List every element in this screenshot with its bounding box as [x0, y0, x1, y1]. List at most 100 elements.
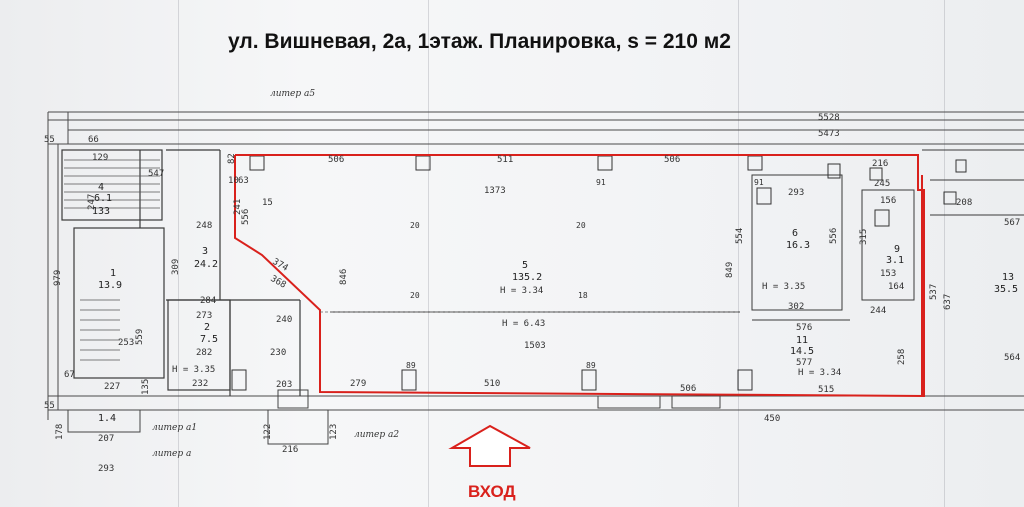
svg-text:35.5: 35.5 [994, 284, 1018, 295]
room-1-label: 1 13.9 [98, 268, 122, 291]
svg-text:24.2: 24.2 [194, 259, 218, 270]
dim: 253 [118, 338, 134, 348]
dim: 123 [329, 424, 339, 440]
dim: 89 [406, 361, 416, 370]
windows [67, 389, 721, 445]
staircase [64, 159, 160, 361]
dim: 554 [735, 228, 745, 244]
dim: 1373 [484, 186, 506, 196]
rented-area-outline [234, 154, 925, 398]
dim: 135 [141, 379, 151, 395]
bathroom-fixtures [756, 159, 967, 227]
ceiling-height-label: Н = 3.35 [172, 365, 215, 375]
svg-text:133: 133 [92, 206, 110, 217]
dim: 248 [196, 221, 212, 231]
dim: 293 [788, 188, 804, 198]
dim: 15 [262, 198, 273, 208]
dim: 510 [484, 379, 500, 389]
svg-text:13: 13 [1002, 272, 1014, 283]
dim: 63 [238, 176, 249, 186]
ceiling-height-label: Н = 3.34 [500, 286, 543, 296]
dim: 203 [276, 380, 292, 390]
liter-label-top: литер а5 [270, 89, 315, 99]
ceiling-height-label: Н = 3.34 [798, 368, 841, 378]
left-rooms [61, 149, 301, 396]
svg-text:9: 9 [894, 244, 900, 255]
dim: 20 [576, 221, 586, 230]
svg-text:4: 4 [98, 182, 104, 193]
svg-text:3: 3 [202, 246, 208, 257]
dim: 258 [897, 349, 907, 365]
paper-fold-line [178, 0, 179, 507]
dim: 67 [64, 370, 75, 380]
room-1-4-label: 1.4 [98, 413, 116, 424]
svg-text:5: 5 [522, 260, 528, 271]
dim: 293 [98, 464, 114, 474]
dim: 91 [596, 178, 606, 187]
room-5-label: 5 135.2 [512, 260, 542, 283]
dim-left-vertical: 979 [53, 270, 63, 286]
dim: 506 [680, 384, 696, 394]
dim: 559 [135, 329, 145, 345]
dim-top-total: 5528 [818, 113, 840, 123]
svg-text:6.1: 6.1 [94, 193, 112, 204]
room-9-label: 9 3.1 [886, 244, 904, 266]
dim: 511 [497, 155, 513, 165]
dim: 230 [270, 348, 286, 358]
dim: 506 [664, 155, 680, 165]
svg-text:14.5: 14.5 [790, 346, 814, 357]
svg-text:7.5: 7.5 [200, 334, 218, 345]
dim: 82 [227, 153, 237, 164]
dim: 577 [796, 358, 812, 368]
dim: 164 [888, 282, 904, 292]
dim: 20 [410, 221, 420, 230]
dim: 515 [818, 385, 834, 395]
svg-text:2: 2 [204, 322, 210, 333]
dim: 537 [929, 284, 939, 300]
dim: 576 [796, 323, 812, 333]
svg-text:1.4: 1.4 [98, 413, 116, 424]
dim: 153 [880, 269, 896, 279]
svg-text:6: 6 [792, 228, 798, 239]
entrance-arrow-icon [448, 424, 531, 467]
room-3-label: 3 24.2 [194, 246, 218, 270]
dim: 227 [104, 382, 120, 392]
ceiling-height-label: Н = 3.35 [762, 282, 805, 292]
dim: 247 [87, 194, 97, 210]
liter-label-a2: литер а2 [354, 430, 399, 440]
svg-text:3.1: 3.1 [886, 255, 904, 266]
dim: 20 [410, 291, 420, 300]
dim: 18 [578, 291, 588, 300]
dim: 129 [92, 153, 108, 163]
paper-fold-line [428, 0, 429, 507]
dim: 284 [200, 296, 216, 306]
svg-text:135.2: 135.2 [512, 272, 542, 283]
svg-text:16.3: 16.3 [786, 240, 810, 251]
liter-label-a1: литер а1 [152, 423, 197, 433]
dim-left-55-top: 55 [44, 135, 55, 145]
dim: 216 [282, 445, 298, 455]
dim: 10 [228, 176, 239, 186]
dim: 547 [148, 169, 164, 179]
svg-text:11: 11 [796, 335, 808, 346]
dim: 245 [874, 179, 890, 189]
paper-fold-line [944, 0, 945, 507]
dim: 849 [725, 262, 735, 278]
svg-text:1: 1 [110, 268, 116, 279]
dim: 89 [586, 361, 596, 370]
dim: 232 [192, 379, 208, 389]
dim-top-inner: 5473 [818, 129, 840, 139]
dim: 244 [870, 306, 886, 316]
main-hall-walls [330, 149, 1024, 321]
dim: 556 [829, 228, 839, 244]
dim: 241 [233, 199, 243, 215]
page-title: ул. Вишневая, 2а, 1этаж. Планировка, s =… [228, 30, 731, 53]
dim: 207 [98, 434, 114, 444]
room-11-label: 11 14.5 [790, 335, 814, 357]
dim: 506 [328, 155, 344, 165]
paper-fold-line [738, 0, 739, 507]
dim: 567 [1004, 218, 1020, 228]
dim: 122 [263, 424, 273, 440]
dim: 91 [754, 178, 764, 187]
dim: 302 [788, 302, 804, 312]
